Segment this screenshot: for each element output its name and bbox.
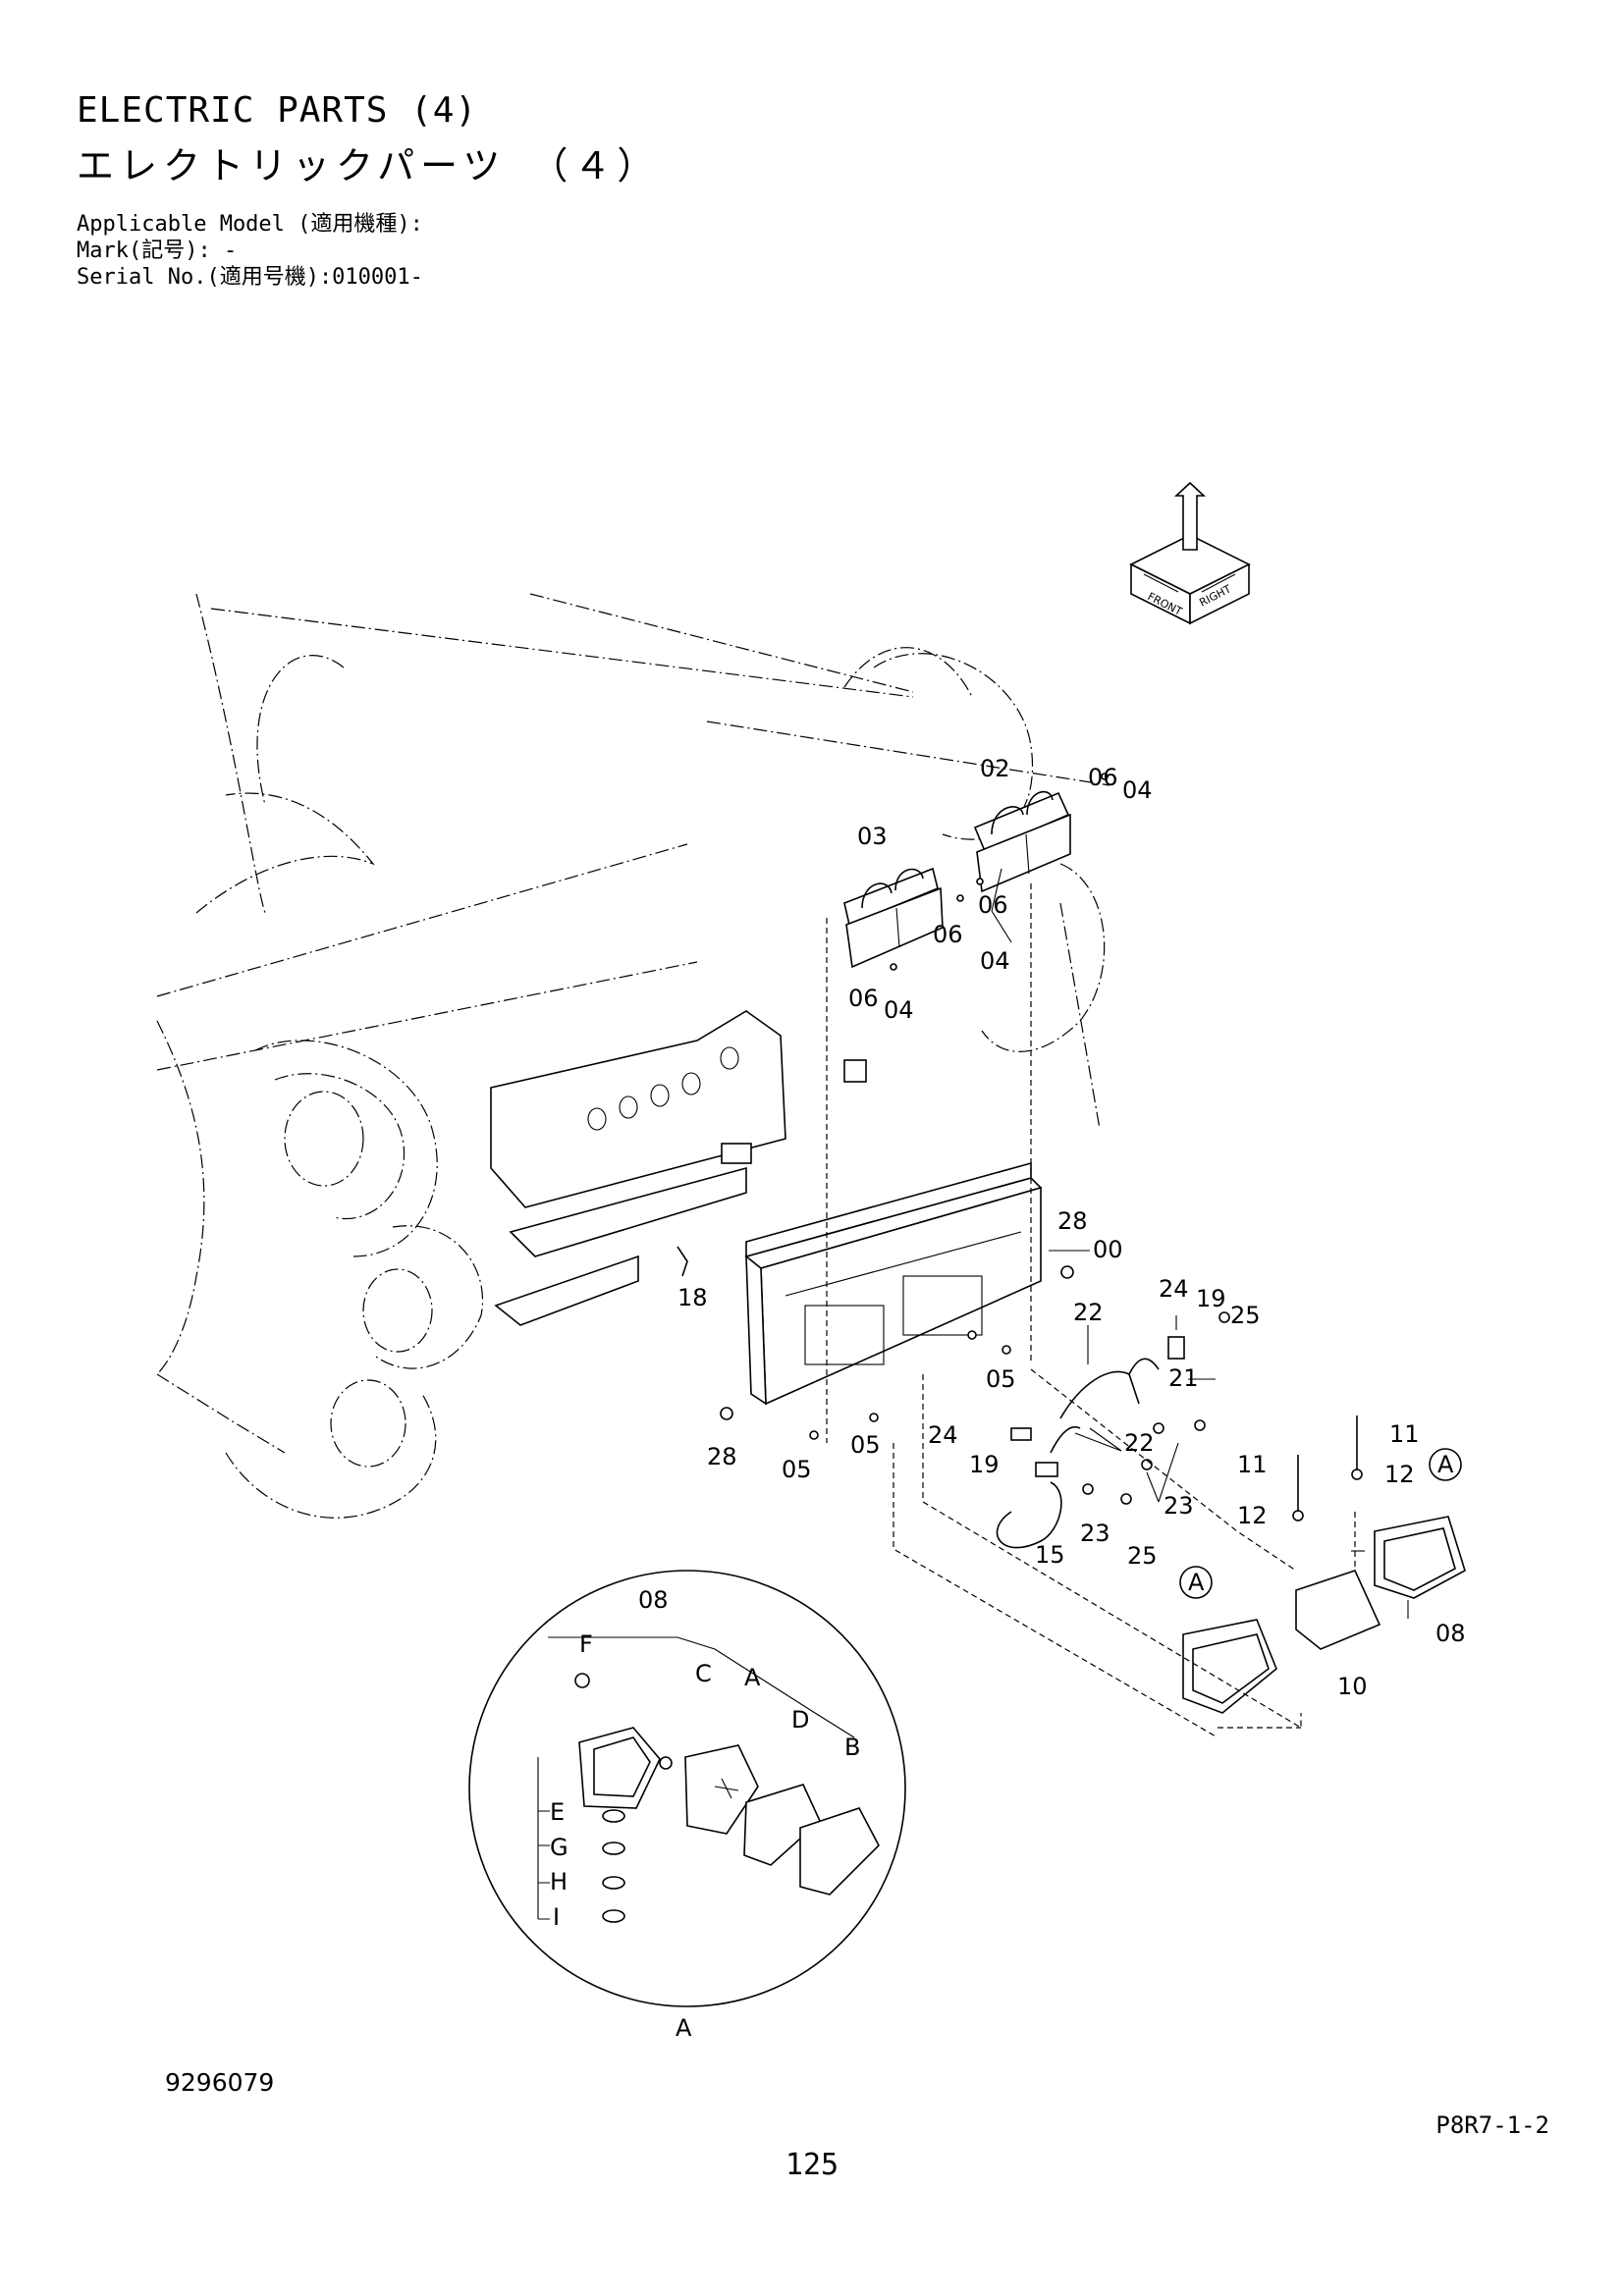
view-marker-a: A xyxy=(1188,1569,1205,1596)
callout-12: 12 xyxy=(1237,1502,1268,1529)
drawing-number: 9296079 xyxy=(165,2068,275,2097)
mark-field: Mark(記号): - xyxy=(77,239,238,263)
callout-03: 03 xyxy=(857,823,888,850)
detail-letter-i: I xyxy=(553,1903,560,1931)
detail-letter-g: G xyxy=(550,1834,568,1861)
callout-23: 23 xyxy=(1164,1492,1194,1520)
work-light-a xyxy=(1182,1619,1277,1714)
callout-08: 08 xyxy=(1435,1620,1466,1647)
callout-19: 19 xyxy=(969,1451,1000,1478)
detail-letter-c: C xyxy=(695,1660,712,1687)
callout-05: 05 xyxy=(986,1365,1016,1393)
callout-labels: 00 02 03 04 04 04 05 05 05 06 06 06 06 0… xyxy=(677,755,1466,1700)
callout-23: 23 xyxy=(1080,1520,1110,1547)
page-title: ELECTRIC PARTS (4) xyxy=(77,90,478,131)
callout-18: 18 xyxy=(677,1284,708,1311)
callout-15: 15 xyxy=(1035,1541,1065,1569)
wiring-harness xyxy=(996,1336,1185,1549)
detail-letter-e: E xyxy=(550,1798,565,1826)
work-light-08 xyxy=(1374,1516,1466,1599)
callout-21: 21 xyxy=(1168,1364,1199,1392)
detail-letters: A B C D E F G H I A 08 A A xyxy=(550,1451,1454,2042)
detail-letter-d: D xyxy=(791,1706,809,1734)
rear-lamp-left xyxy=(843,867,944,969)
callout-00: 00 xyxy=(1093,1236,1123,1263)
callout-11: 11 xyxy=(1237,1451,1268,1478)
page-number: 125 xyxy=(785,2148,839,2182)
page-code: P8R7-1-2 xyxy=(1435,2111,1549,2139)
callout-22: 22 xyxy=(1124,1429,1155,1457)
direction-arrows-icon: FRONT RIGHT xyxy=(1129,481,1251,625)
detail-callout-08: 08 xyxy=(638,1586,669,1614)
callout-11: 11 xyxy=(1389,1420,1420,1448)
page-title-japanese: エレクトリックパーツ （４） xyxy=(77,144,661,187)
callout-06: 06 xyxy=(1088,764,1118,791)
view-marker-a-circle xyxy=(1179,1566,1213,1599)
callout-06: 06 xyxy=(933,921,963,948)
fasteners xyxy=(677,773,1363,1522)
lamp-housing-box xyxy=(744,1161,1043,1406)
detail-letter-b: B xyxy=(844,1734,860,1761)
callout-12: 12 xyxy=(1384,1461,1415,1488)
callout-06: 06 xyxy=(848,985,879,1012)
detail-letter-h: H xyxy=(550,1868,568,1896)
callout-10: 10 xyxy=(1337,1673,1368,1700)
callout-05: 05 xyxy=(782,1456,812,1483)
view-marker-a: A xyxy=(1437,1451,1454,1478)
view-marker-a-circle xyxy=(1429,1448,1462,1481)
assembly-leader-lines xyxy=(826,883,1356,1738)
serial-number: Serial No.(適用号機):010001- xyxy=(77,265,423,290)
callout-25: 25 xyxy=(1127,1542,1158,1570)
detail-letter-f: F xyxy=(579,1630,593,1658)
rear-lamp-right xyxy=(973,790,1071,893)
detail-view-label: A xyxy=(676,2014,692,2042)
callout-19: 19 xyxy=(1196,1285,1226,1312)
callout-28: 28 xyxy=(1057,1207,1088,1235)
applicable-model: Applicable Model (適用機種): xyxy=(77,212,423,237)
work-light-10 xyxy=(1295,1570,1381,1650)
callout-05: 05 xyxy=(850,1431,881,1459)
callout-04: 04 xyxy=(980,947,1010,975)
mounting-bracket xyxy=(490,1010,867,1326)
detail-letter-a: A xyxy=(744,1664,761,1691)
callout-04: 04 xyxy=(884,996,914,1024)
callout-22: 22 xyxy=(1073,1299,1104,1326)
callout-02: 02 xyxy=(980,755,1010,782)
callout-25: 25 xyxy=(1230,1302,1261,1329)
callout-28: 28 xyxy=(707,1443,737,1470)
callout-24: 24 xyxy=(1159,1275,1189,1303)
callout-06: 06 xyxy=(978,891,1008,919)
detail-view-a xyxy=(468,1570,906,2007)
callout-leaders xyxy=(991,868,1409,1619)
callout-24: 24 xyxy=(928,1421,958,1449)
callout-04: 04 xyxy=(1122,776,1153,804)
